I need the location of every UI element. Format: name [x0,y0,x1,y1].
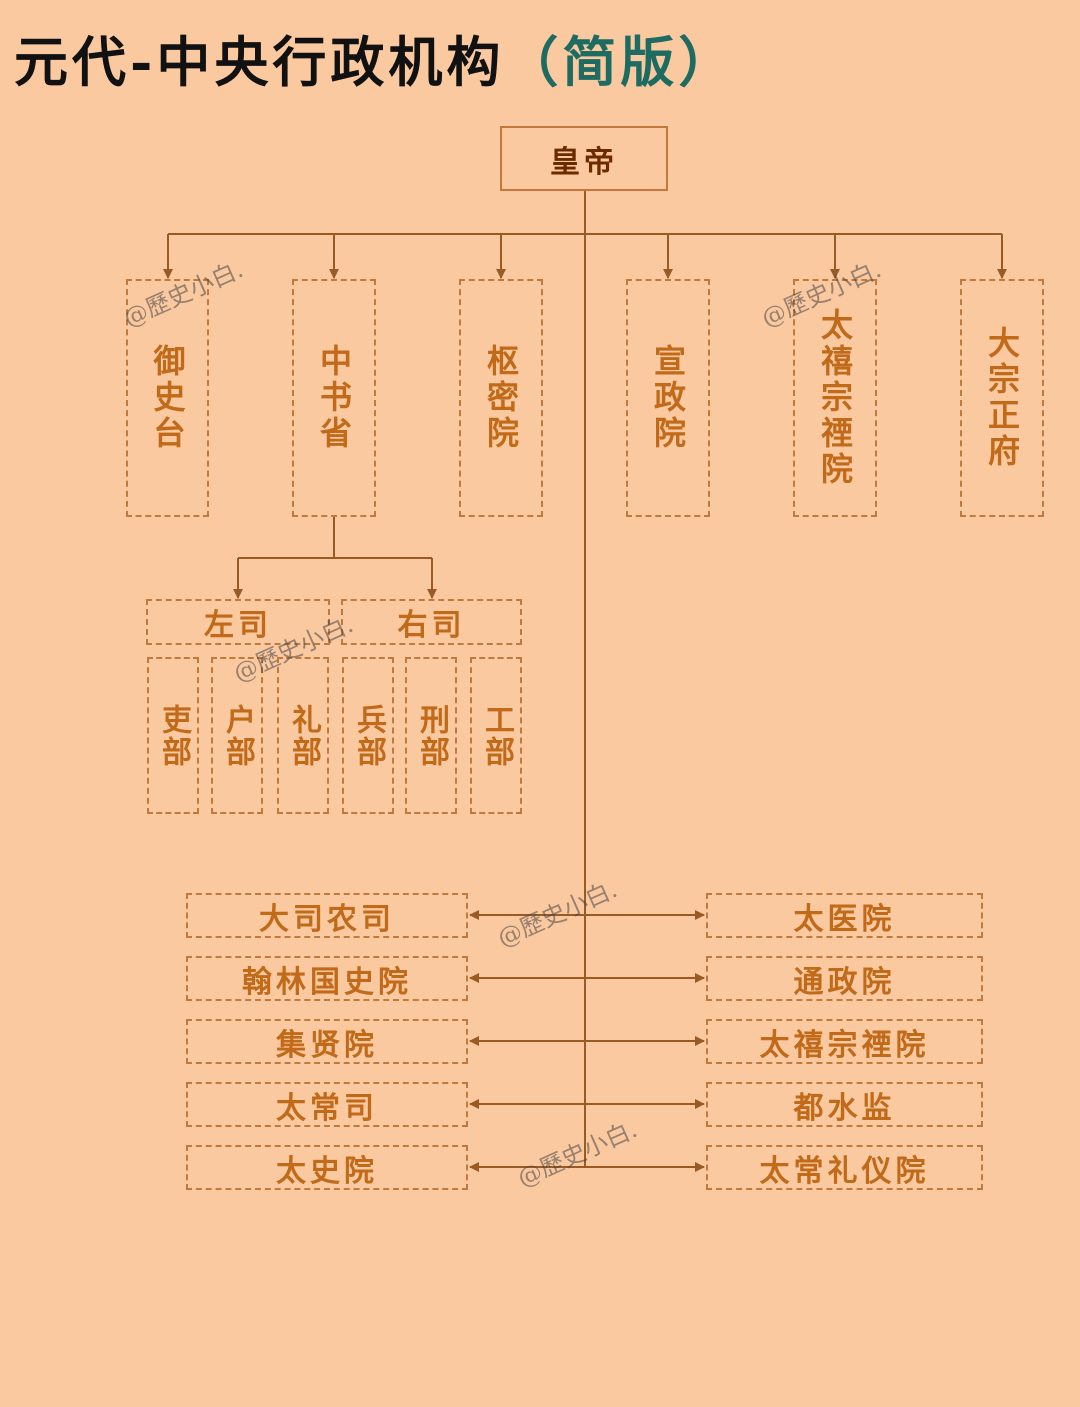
right-agency-5: 太常礼仪院 [706,1145,983,1190]
emperor-label: 皇帝 [550,144,618,180]
org-box-secretariat: 中书省 [292,279,376,517]
org-box-dazongzheng: 大宗正府 [960,279,1044,517]
right-agency-3: 太禧宗禋院 [706,1019,983,1064]
org-box-taixi: 太禧宗禋院 [793,279,877,517]
page-title: 元代-中央行政机构（简版） [14,18,736,97]
ministry-justice: 刑部 [405,657,457,814]
ministry-works: 工部 [470,657,522,814]
ministry-war: 兵部 [342,657,394,814]
left-agency-1: 大司农司 [186,893,468,938]
org-box-privy-council: 枢密院 [459,279,543,517]
org-box-xuanzheng: 宣政院 [626,279,710,517]
ministry-revenue: 户部 [211,657,263,814]
right-agency-1: 太医院 [706,893,983,938]
ministry-rites: 礼部 [277,657,329,814]
left-agency-4: 太常司 [186,1082,468,1127]
org-box-censorate: 御史台 [126,279,209,517]
right-office-box: 右司 [341,599,522,645]
title-main: 元代-中央行政机构 [14,30,505,94]
emperor-box: 皇帝 [500,126,668,191]
title-sub: （简版） [504,30,737,94]
left-agency-2: 翰林国史院 [186,956,468,1001]
left-agency-5: 太史院 [186,1145,468,1190]
right-agency-4: 都水监 [706,1082,983,1127]
left-office-box: 左司 [146,599,330,645]
right-agency-2: 通政院 [706,956,983,1001]
ministry-personnel: 吏部 [147,657,199,814]
left-agency-3: 集贤院 [186,1019,468,1064]
